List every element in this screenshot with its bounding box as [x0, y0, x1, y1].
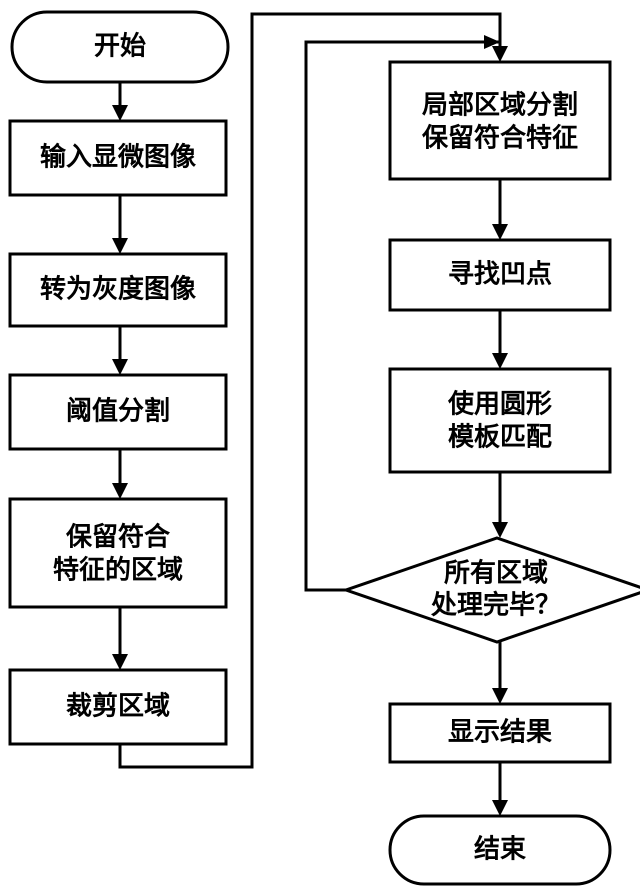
- local-segmentation-label-line1: 局部区域分割: [422, 90, 578, 121]
- end-terminal: [388, 814, 612, 886]
- arrowhead-input: [112, 105, 128, 121]
- arrowhead-crop: [112, 654, 128, 670]
- crop-regions-box: [8, 668, 228, 746]
- arrowhead-end: [492, 800, 508, 816]
- crop-regions-label: 裁剪区域: [66, 691, 170, 722]
- show-result-label: 显示结果: [448, 718, 552, 748]
- decision-label-line1: 所有区域: [444, 559, 548, 589]
- template-match-box: [388, 367, 612, 474]
- arrowhead-result: [492, 688, 508, 704]
- keep-regions-label-line2: 特征的区域: [53, 555, 183, 586]
- arrowhead-keep: [112, 483, 128, 499]
- input-image-box: [8, 119, 228, 197]
- keep-regions-box: [8, 497, 228, 609]
- template-match-label-line2: 模板匹配: [448, 423, 552, 453]
- end-label: 结束: [474, 834, 527, 865]
- keep-regions-label-line1: 保留符合: [65, 522, 171, 553]
- arrowhead-decision: [492, 522, 508, 538]
- decision-diamond: [341, 536, 640, 644]
- connector-crop-to-local: [118, 12, 502, 769]
- loop-back-arrowhead: [484, 35, 500, 49]
- loop-back-connector: [304, 40, 500, 592]
- arrowhead-local: [492, 46, 508, 62]
- grayscale-label: 转为灰度图像: [40, 274, 197, 305]
- threshold-box: [8, 373, 228, 451]
- threshold-label: 阈值分割: [66, 396, 170, 427]
- grayscale-box: [8, 252, 228, 328]
- template-match-label-line1: 使用圆形: [447, 390, 552, 420]
- show-result-box: [388, 702, 612, 764]
- find-concave-box: [388, 238, 612, 312]
- local-segmentation-box: [388, 60, 612, 181]
- input-image-label: 输入显微图像: [40, 142, 197, 173]
- find-concave-label: 寻找凹点: [448, 259, 552, 290]
- decision-label-line2: 处理完毕？: [430, 590, 561, 621]
- start-label: 开始: [94, 32, 146, 62]
- arrowhead-template: [492, 353, 508, 369]
- arrowhead-gray: [112, 238, 128, 254]
- arrowhead-concave: [492, 224, 508, 240]
- local-segmentation-label-line2: 保留符合特征: [421, 123, 578, 154]
- arrowhead-threshold: [112, 359, 128, 375]
